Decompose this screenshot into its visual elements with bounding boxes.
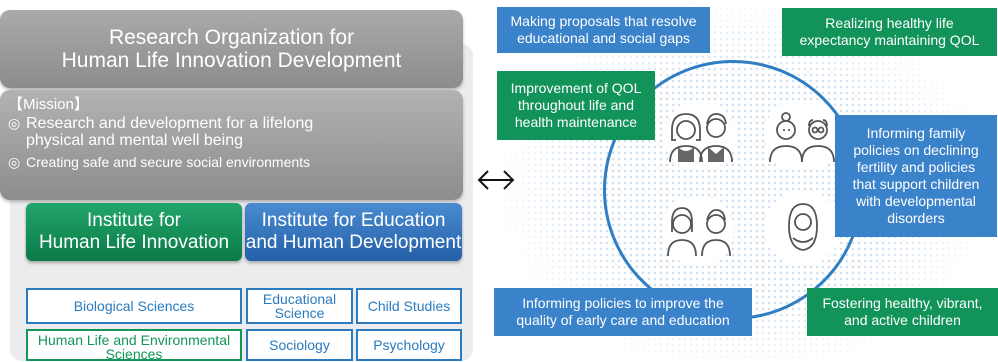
outcome-line: with developmental — [856, 193, 976, 209]
mission-box: 【Mission】 ◎ Research and development for… — [0, 90, 463, 200]
young-couple-icon — [664, 104, 736, 168]
department-label: Human Life and Environmental — [37, 332, 231, 348]
organization-title: Research Organization for Human Life Inn… — [0, 10, 463, 88]
institute-line: Institute for — [87, 210, 181, 231]
mission-item: ◎ Creating safe and secure social enviro… — [8, 153, 455, 171]
outcome-line: Informing family — [866, 125, 966, 141]
outcome-line: disorders — [887, 210, 945, 226]
bullet-mark-icon: ◎ — [8, 154, 21, 170]
department-label: Biological Sciences — [73, 298, 195, 314]
mission-item: ◎ Research and development for a lifelon… — [8, 115, 455, 149]
outcome-line: expectancy maintaining QOL — [799, 32, 980, 48]
outcome-line: quality of early care and education — [516, 312, 730, 328]
outcome-family-policies: Informing family policies on declining f… — [835, 115, 997, 237]
outcome-line: fertility and policies — [856, 159, 976, 175]
outcome-line: Improvement of QOL — [510, 80, 642, 96]
department-label: Educational — [262, 291, 337, 307]
institute-line: Institute for Education — [261, 210, 446, 231]
mission-heading: 【Mission】 — [8, 96, 89, 113]
outcome-line: and active children — [844, 312, 961, 328]
outcome-line: educational and social gaps — [517, 30, 690, 46]
institute-line: and Human Development — [245, 232, 462, 253]
department-biological-sciences: Biological Sciences — [26, 288, 242, 324]
outcome-early-care-policies: Informing policies to improve the qualit… — [494, 288, 752, 336]
baby-icon — [765, 190, 841, 266]
outcome-line: Realizing healthy life — [825, 15, 954, 31]
organization-title-line: Research Organization for — [108, 26, 355, 49]
organization-title-line: Human Life Innovation Development — [61, 49, 402, 72]
outcome-line: health maintenance — [514, 114, 638, 130]
department-psychology: Psychology — [356, 329, 462, 361]
department-label: Psychology — [373, 337, 445, 353]
outcome-line: throughout life and — [518, 97, 634, 113]
elderly-couple-icon — [764, 104, 840, 168]
outcome-line: Making proposals that resolve — [510, 13, 697, 29]
department-label: Science — [274, 305, 325, 321]
department-label: Child Studies — [367, 298, 451, 314]
department-child-studies: Child Studies — [356, 288, 462, 324]
outcome-line: Informing policies to improve the — [522, 295, 724, 311]
outcome-line: that support children — [852, 176, 980, 192]
department-label: Sciences — [105, 346, 163, 362]
mission-item-line: physical and mental well being — [26, 132, 244, 149]
outcome-line: policies on declining — [853, 142, 979, 158]
outcome-qol-improvement: Improvement of QOL throughout life and h… — [497, 71, 655, 140]
connector-symbol: ↔ — [476, 160, 516, 200]
department-educational-science: Educational Science — [246, 288, 353, 324]
mission-item-line: Creating safe and secure social environm… — [26, 154, 311, 170]
bullet-mark-icon: ◎ — [8, 115, 21, 131]
mission-item-line: Research and development for a lifelong — [26, 115, 314, 132]
children-icon — [662, 198, 734, 262]
outcome-proposals-gaps: Making proposals that resolve educationa… — [497, 7, 710, 53]
institute-education-human-development: Institute for Education and Human Develo… — [245, 203, 462, 261]
department-human-life-environmental-sciences: Human Life and Environmental Sciences — [26, 329, 242, 361]
department-label: Sociology — [269, 337, 330, 353]
outcome-line: Fostering healthy, vibrant, — [822, 295, 983, 311]
institute-human-life-innovation: Institute for Human Life Innovation — [26, 203, 242, 261]
department-sociology: Sociology — [246, 329, 353, 361]
institute-line: Human Life Innovation — [38, 232, 230, 253]
outcome-healthy-children: Fostering healthy, vibrant, and active c… — [807, 288, 998, 336]
outcome-healthy-life-expectancy: Realizing healthy life expectancy mainta… — [782, 8, 997, 56]
